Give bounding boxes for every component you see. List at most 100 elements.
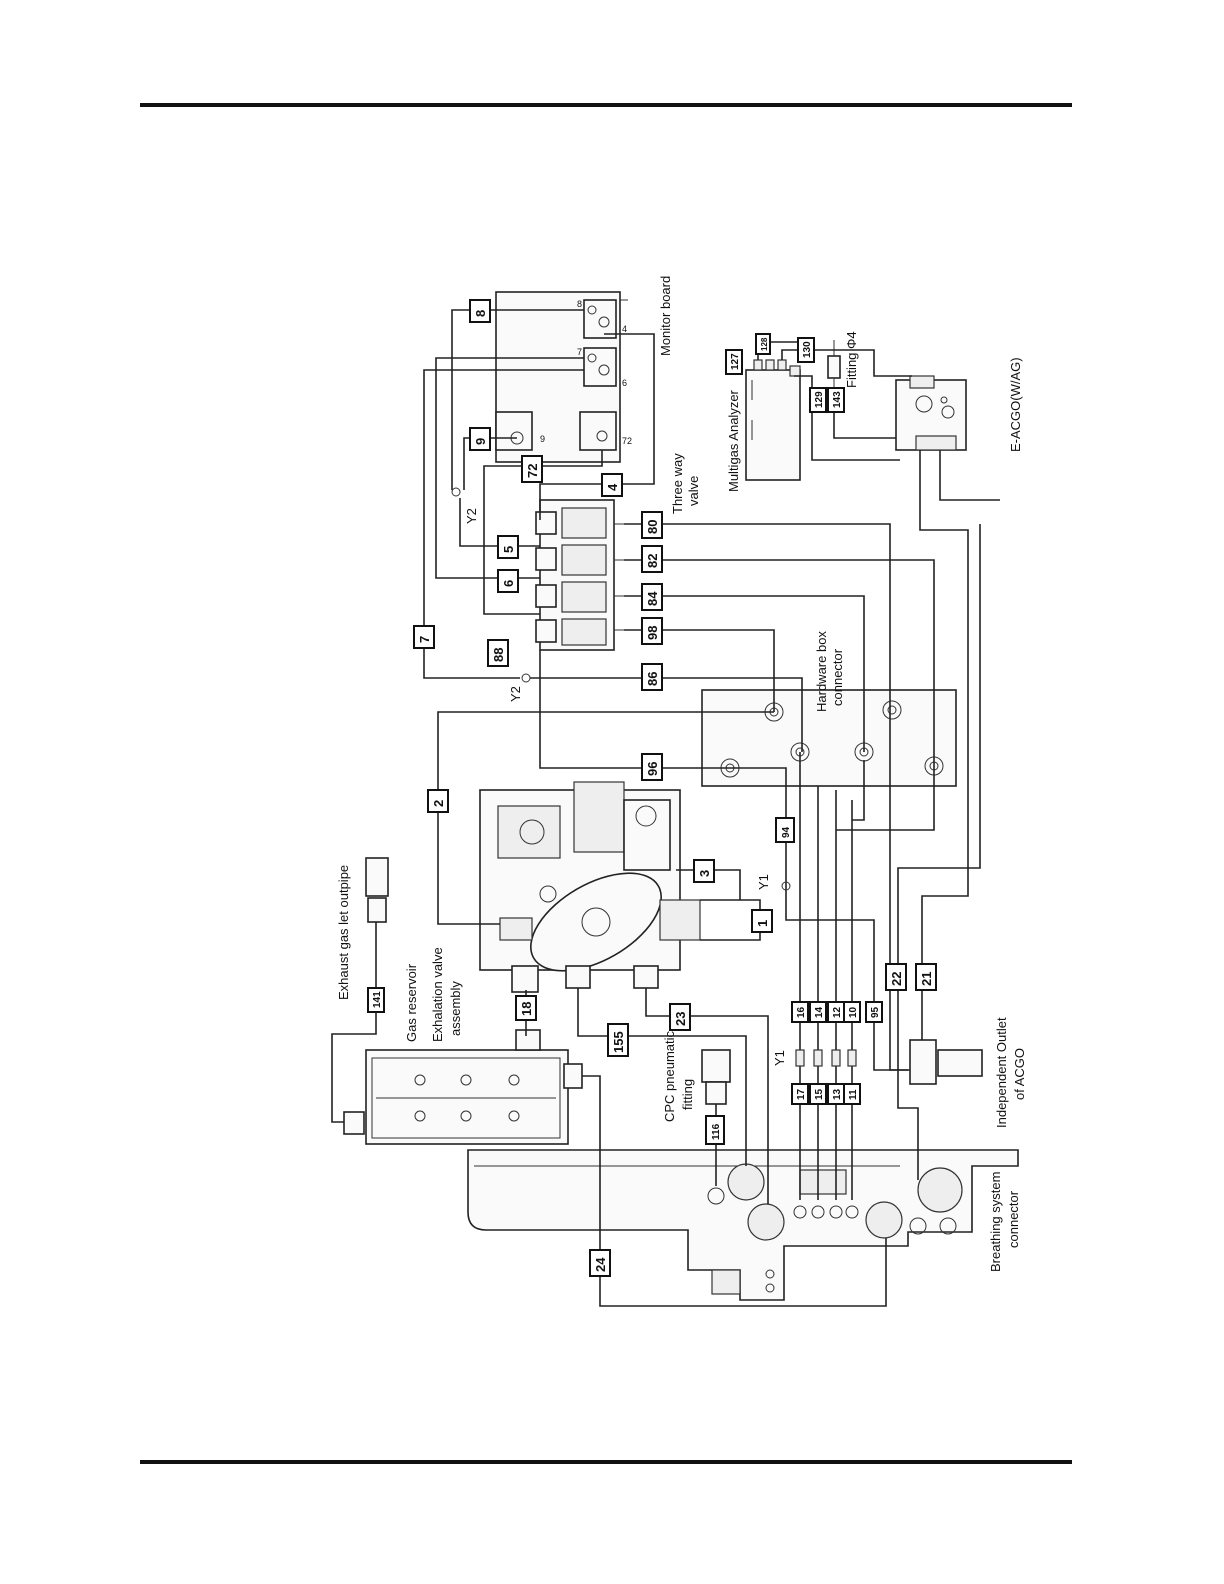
tag-24: 24: [589, 1249, 611, 1277]
tag-9: 9: [469, 427, 491, 451]
cpc-pneumatic-fitting: [701, 1049, 731, 1105]
tag-128: 128: [755, 333, 771, 355]
svg-text:21: 21: [919, 972, 934, 986]
svg-text:2: 2: [431, 800, 446, 807]
tag-98: 98: [641, 617, 663, 645]
svg-text:7: 7: [417, 636, 432, 643]
svg-text:95: 95: [870, 1006, 881, 1018]
board-pin-6: 6: [622, 378, 627, 388]
svg-text:22: 22: [889, 972, 904, 986]
breathing-connector-label-1: Breathing system: [988, 1172, 1003, 1272]
tag-14: 14: [809, 1001, 827, 1023]
fitting-phi4: [827, 340, 841, 392]
svg-text:72: 72: [525, 464, 540, 478]
svg-text:12: 12: [832, 1006, 843, 1018]
tag-4: 4: [601, 473, 623, 497]
tag-17: 17: [791, 1083, 809, 1105]
tag-116: 116: [705, 1115, 725, 1145]
board-pin-4: 4: [622, 324, 627, 334]
tag-16: 16: [791, 1001, 809, 1023]
svg-text:155: 155: [611, 1031, 626, 1053]
multigas-analyzer-label: Multigas Analyzer: [726, 389, 741, 492]
tag-12: 12: [827, 1001, 845, 1023]
tag-3: 3: [693, 859, 715, 883]
tag-130: 130: [797, 337, 815, 363]
cpc-fitting-label-1: CPC pneumatic: [662, 1030, 677, 1122]
tag-22: 22: [885, 963, 907, 991]
tag-7: 7: [413, 625, 435, 649]
svg-text:8: 8: [473, 310, 488, 317]
gas-reservoir: [343, 1029, 583, 1145]
exhalation-valve-label-1: Exhalation valve: [430, 947, 445, 1042]
monitor-board: 8 4 7 6 9 72: [495, 291, 632, 463]
svg-text:127: 127: [730, 353, 741, 370]
svg-text:94: 94: [781, 826, 792, 838]
board-pin-7: 7: [577, 347, 582, 357]
board-pin-9: 9: [540, 434, 545, 444]
svg-text:84: 84: [645, 591, 660, 606]
tag-143: 143: [827, 387, 845, 413]
monitor-board-label: Monitor board: [658, 276, 673, 356]
independent-acgo-outlet: [909, 1039, 983, 1085]
svg-text:82: 82: [645, 554, 660, 568]
svg-text:141: 141: [372, 991, 383, 1008]
three-way-valve-label-2: valve: [686, 476, 701, 506]
svg-text:15: 15: [814, 1088, 825, 1100]
exhaust-outpipe-label: Exhaust gas let outpipe: [336, 865, 351, 1000]
board-pin-72: 72: [622, 436, 632, 446]
tag-1: 1: [751, 909, 773, 933]
tag-11: 11: [843, 1083, 861, 1105]
tag-80: 80: [641, 511, 663, 539]
svg-text:130: 130: [802, 341, 813, 358]
tag-96: 96: [641, 753, 663, 781]
tag-88: 88: [487, 639, 509, 667]
svg-text:3: 3: [697, 870, 712, 877]
svg-text:14: 14: [814, 1006, 825, 1018]
svg-text:16: 16: [796, 1006, 807, 1018]
tag-15: 15: [809, 1083, 827, 1105]
svg-text:96: 96: [645, 762, 660, 776]
tag-82: 82: [641, 545, 663, 573]
footer-rule: [140, 1460, 1072, 1464]
tag-13: 13: [827, 1083, 845, 1105]
svg-text:9: 9: [473, 438, 488, 445]
y-connectors: [451, 487, 857, 1067]
tag-23: 23: [669, 1003, 691, 1031]
tag-10: 10: [843, 1001, 861, 1023]
breathing-connector-label-2: connector: [1006, 1190, 1021, 1248]
svg-text:17: 17: [796, 1088, 807, 1100]
svg-text:98: 98: [645, 626, 660, 640]
fitting-phi4-label: Fitting Φ4: [844, 331, 859, 388]
independent-outlet-label-2: of ACGO: [1012, 1048, 1027, 1100]
svg-text:4: 4: [605, 483, 620, 491]
svg-text:11: 11: [848, 1089, 859, 1100]
tag-127: 127: [725, 349, 743, 375]
gas-reservoir-label: Gas reservoir: [404, 963, 419, 1042]
tag-6: 6: [497, 569, 519, 593]
tag-8: 8: [469, 299, 491, 323]
three-way-valve-label-1: Three way: [670, 453, 685, 514]
tag-94: 94: [775, 817, 795, 843]
svg-text:86: 86: [645, 672, 660, 686]
y2-label-bottom: Y2: [508, 686, 523, 702]
pneumatic-lines: [331, 309, 1000, 1307]
tag-5: 5: [497, 535, 519, 559]
y1-label-upper: Y1: [756, 874, 771, 890]
tag-86: 86: [641, 663, 663, 691]
svg-text:6: 6: [501, 580, 516, 587]
svg-text:23: 23: [673, 1012, 688, 1026]
svg-text:5: 5: [501, 546, 516, 553]
tag-84: 84: [641, 583, 663, 611]
tag-18: 18: [515, 995, 537, 1021]
svg-text:88: 88: [491, 648, 506, 662]
acgo-block-assembly: [479, 781, 701, 993]
tag-21: 21: [915, 963, 937, 991]
hardware-box-label-1: Hardware box: [814, 631, 829, 712]
e-acgo-label: E-ACGO(W/AG): [1008, 357, 1023, 452]
svg-text:143: 143: [832, 391, 843, 408]
three-way-valve-bank: [535, 499, 624, 651]
multigas-analyzer: [745, 359, 801, 481]
svg-text:129: 129: [814, 391, 825, 408]
tag-155: 155: [607, 1023, 629, 1057]
e-acgo-assembly: [895, 375, 967, 451]
